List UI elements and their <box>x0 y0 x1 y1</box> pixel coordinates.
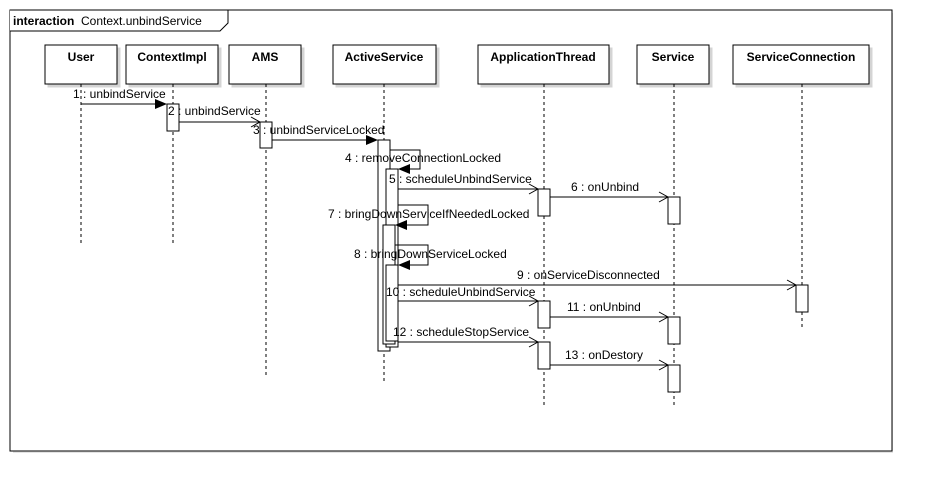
message-label: 13 : onDestory <box>565 348 643 362</box>
message-label: 7 : bringDownServiceIfNeededLocked <box>328 207 529 221</box>
message-12: 12 : scheduleStopService <box>393 325 540 348</box>
open-arrowhead <box>528 336 540 348</box>
participant-box <box>228 44 302 85</box>
message-8: 8 : bringDownServiceLocked <box>354 244 507 270</box>
message-6: 6 : onUnbind <box>550 180 670 203</box>
participant-box <box>125 44 219 85</box>
message-line <box>398 204 429 226</box>
open-arrowhead <box>528 183 540 195</box>
message-line <box>395 244 429 266</box>
message-label: 12 : scheduleStopService <box>393 325 529 339</box>
message-label: 3 : unbindServiceLocked <box>253 123 384 137</box>
participant-label: ContextImpl <box>137 50 206 64</box>
open-arrowhead <box>250 116 262 128</box>
message-label: 11 : onUnbind <box>567 300 641 314</box>
participant-box <box>332 44 437 85</box>
filled-arrowhead <box>155 99 167 109</box>
message-label: 1 : unbindService <box>73 87 166 101</box>
activation-service-13 <box>667 364 681 393</box>
participant-applicationthread: ApplicationThread <box>477 44 610 406</box>
message-label: 9 : onServiceDisconnected <box>517 268 660 282</box>
open-arrowhead <box>786 279 798 291</box>
participant-activeservice: ActiveService <box>332 44 437 382</box>
message-label: 5 : scheduleUnbindService <box>389 172 532 186</box>
frame-keyword: interaction <box>13 14 74 28</box>
activation-appthread-12 <box>537 341 551 370</box>
filled-arrowhead <box>395 220 407 230</box>
message-label: 2 : unbindService <box>168 104 261 118</box>
message-1: 1 : unbindService <box>73 87 167 109</box>
participant-label: AMS <box>252 50 279 64</box>
activation-service-11 <box>667 316 681 345</box>
message-4: 4 : removeConnectionLocked <box>345 149 501 174</box>
participant-serviceconnection: ServiceConnection <box>732 44 870 328</box>
participant-user: User <box>44 44 118 244</box>
message-label: 8 : bringDownServiceLocked <box>354 247 507 261</box>
activation-contextimpl <box>166 103 180 132</box>
message-label: 10 : scheduleUnbindService <box>386 285 536 299</box>
participant-label: ActiveService <box>345 50 424 64</box>
participant-service: Service <box>636 44 710 406</box>
message-label: 6 : onUnbind <box>571 180 639 194</box>
activation-ams <box>259 121 273 149</box>
participant-contextimpl: ContextImpl <box>125 44 219 244</box>
open-arrowhead <box>658 191 670 203</box>
message-10: 10 : scheduleUnbindService <box>386 285 540 307</box>
activation-appthread-5 <box>537 188 551 217</box>
open-arrowhead <box>528 295 540 307</box>
participant-label: ServiceConnection <box>747 50 856 64</box>
message-3: 3 : unbindServiceLocked <box>253 123 384 145</box>
activation-serviceconnection-9 <box>795 284 809 313</box>
message-2: 2 : unbindService <box>168 104 262 128</box>
participant-label: Service <box>652 50 695 64</box>
participant-box <box>732 44 870 85</box>
participant-label: User <box>68 50 95 64</box>
message-label: 4 : removeConnectionLocked <box>345 151 501 165</box>
activation-activeservice-8 <box>385 264 399 342</box>
activation-service-6 <box>667 196 681 225</box>
filled-arrowhead <box>398 260 410 270</box>
message-9: 9 : onServiceDisconnected <box>398 268 798 291</box>
open-arrowhead <box>658 311 670 323</box>
message-7: 7 : bringDownServiceIfNeededLocked <box>328 204 529 230</box>
participant-label: ApplicationThread <box>490 50 595 64</box>
message-11: 11 : onUnbind <box>550 300 670 323</box>
message-13: 13 : onDestory <box>550 348 670 371</box>
participant-box <box>636 44 710 85</box>
frame-title: Context.unbindService <box>81 14 202 28</box>
activation-appthread-10 <box>537 300 551 329</box>
message-line <box>390 149 421 170</box>
activation-bars <box>166 103 809 393</box>
message-5: 5 : scheduleUnbindService <box>389 172 540 195</box>
open-arrowhead <box>658 359 670 371</box>
filled-arrowhead <box>398 164 410 174</box>
frame-tab <box>10 9 229 32</box>
filled-arrowhead <box>366 135 378 145</box>
